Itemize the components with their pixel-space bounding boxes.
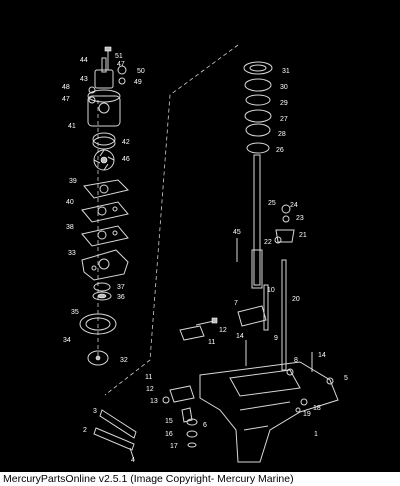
callout-23: 23 bbox=[296, 215, 304, 222]
small-fasteners bbox=[286, 368, 308, 413]
callout-25: 25 bbox=[268, 200, 276, 207]
impeller-46 bbox=[93, 149, 115, 171]
callout-27: 27 bbox=[280, 116, 288, 123]
callout-44: 44 bbox=[80, 57, 88, 64]
callout-48: 48 bbox=[62, 84, 70, 91]
exploded-parts-diagram: 1 2 3 4 5 6 7 8 9 10 11 11 12 12 13 14 1… bbox=[62, 44, 348, 464]
callout-8: 8 bbox=[294, 357, 298, 364]
callout-46: 46 bbox=[122, 156, 130, 163]
plate-38 bbox=[81, 225, 129, 247]
callout-5: 5 bbox=[344, 375, 348, 382]
gear-housing-1 bbox=[199, 361, 339, 463]
callout-38: 38 bbox=[66, 224, 74, 231]
callout-31: 31 bbox=[282, 68, 290, 75]
callout-32: 32 bbox=[120, 357, 128, 364]
callout-30: 30 bbox=[280, 84, 288, 91]
callout-40: 40 bbox=[66, 199, 74, 206]
bolt-12 bbox=[195, 317, 218, 326]
callout-47-left: 47 bbox=[62, 96, 70, 103]
washers-15-17 bbox=[181, 407, 198, 448]
callout-11-lower: 11 bbox=[145, 374, 152, 381]
block-11 bbox=[179, 325, 205, 341]
callout-47-right: 47 bbox=[117, 61, 125, 68]
cap-32 bbox=[87, 350, 109, 366]
callout-9: 9 bbox=[274, 335, 278, 342]
callout-16: 16 bbox=[165, 431, 173, 438]
callout-18: 18 bbox=[313, 405, 321, 412]
insert-42 bbox=[92, 132, 116, 150]
plate-39 bbox=[83, 179, 129, 199]
callout-35: 35 bbox=[71, 309, 79, 316]
callout-21: 21 bbox=[299, 232, 307, 239]
washer-stack bbox=[88, 65, 127, 104]
screw-51 bbox=[104, 46, 112, 70]
copyright-footer: MercuryPartsOnline v2.5.1 (Image Copyrig… bbox=[0, 472, 400, 486]
callout-29: 29 bbox=[280, 100, 288, 107]
shift-rod-20 bbox=[281, 259, 287, 371]
callout-3: 3 bbox=[93, 408, 97, 415]
callout-50: 50 bbox=[137, 68, 145, 75]
callout-1: 1 bbox=[314, 431, 318, 438]
guide-line bbox=[104, 44, 239, 396]
callout-36: 36 bbox=[117, 294, 125, 301]
plate-40 bbox=[81, 201, 129, 223]
plate-7 bbox=[237, 305, 267, 327]
callout-12-lower: 12 bbox=[146, 386, 154, 393]
callout-45: 45 bbox=[233, 229, 241, 236]
driveshaft-25 bbox=[251, 154, 263, 289]
callout-6: 6 bbox=[203, 422, 207, 429]
callout-17: 17 bbox=[170, 443, 178, 450]
callout-43: 43 bbox=[80, 76, 88, 83]
callout-51: 51 bbox=[115, 53, 123, 60]
callout-14-left: 14 bbox=[236, 333, 244, 340]
housing-33 bbox=[81, 249, 129, 281]
callout-49: 49 bbox=[134, 79, 142, 86]
stud-14 bbox=[245, 340, 313, 372]
stud-5 bbox=[326, 377, 334, 385]
callout-42: 42 bbox=[122, 139, 130, 146]
callout-4: 4 bbox=[131, 457, 135, 464]
callout-15: 15 bbox=[165, 418, 173, 425]
water-pump-housing bbox=[87, 89, 121, 127]
parts-21-24 bbox=[274, 204, 295, 244]
callout-19: 19 bbox=[303, 411, 311, 418]
callout-22: 22 bbox=[264, 239, 272, 246]
callout-26: 26 bbox=[276, 147, 284, 154]
callout-11-upper: 11 bbox=[208, 339, 215, 346]
strips-2-4 bbox=[93, 409, 137, 461]
callout-33: 33 bbox=[68, 250, 76, 257]
callout-24: 24 bbox=[290, 202, 298, 209]
callout-37: 37 bbox=[117, 284, 125, 291]
callout-28: 28 bbox=[278, 131, 286, 138]
callout-41: 41 bbox=[68, 123, 76, 130]
callout-7: 7 bbox=[234, 300, 238, 307]
rod-10 bbox=[263, 284, 269, 331]
callout-39: 39 bbox=[69, 178, 77, 185]
block-11-lower bbox=[162, 385, 195, 404]
callout-34: 34 bbox=[63, 337, 71, 344]
callout-13: 13 bbox=[150, 398, 158, 405]
callout-2: 2 bbox=[83, 427, 87, 434]
callout-12-upper: 12 bbox=[219, 327, 227, 334]
gasket-35-34 bbox=[79, 313, 117, 335]
callout-20: 20 bbox=[292, 296, 300, 303]
callout-14-right: 14 bbox=[318, 352, 326, 359]
seal-37-36 bbox=[92, 282, 112, 301]
bearing-stack bbox=[243, 61, 273, 154]
pump-cover-top bbox=[94, 57, 114, 89]
callout-10: 10 bbox=[267, 287, 275, 294]
